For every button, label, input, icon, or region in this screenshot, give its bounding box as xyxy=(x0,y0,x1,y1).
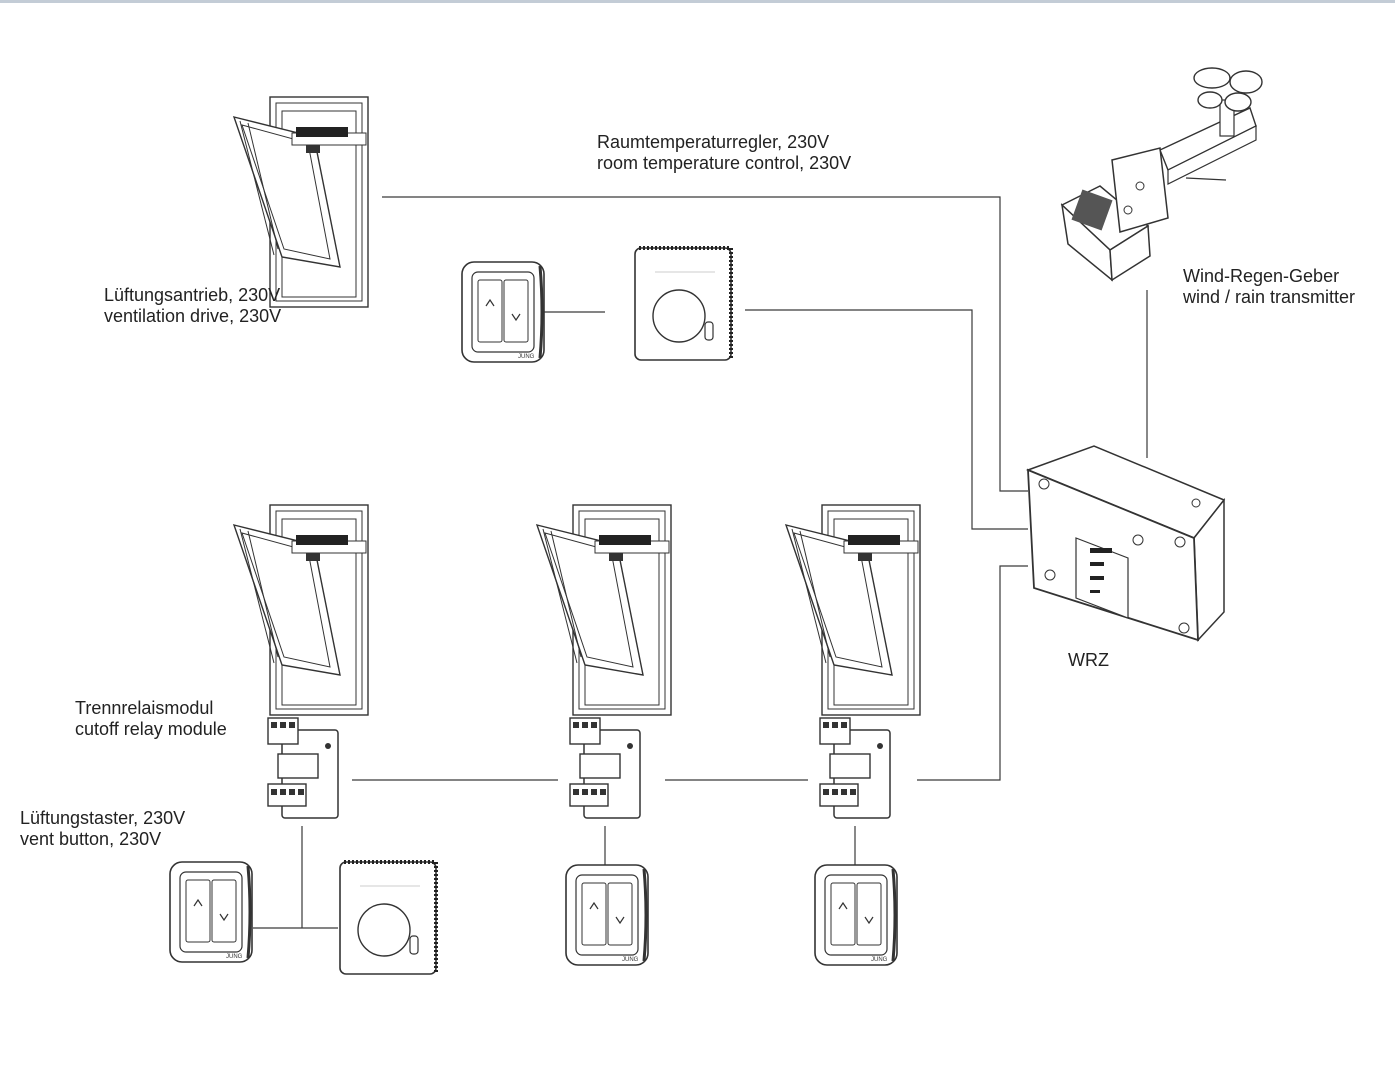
label-room-temperature-control: Raumtemperaturregler, 230V room temperat… xyxy=(597,132,852,173)
ventilation-drive-window-left xyxy=(233,504,369,716)
label-ventilation-drive: Lüftungsantrieb, 230V ventilation drive,… xyxy=(104,285,282,326)
ventilation-drive-window-right xyxy=(785,504,921,716)
label-cutoff-relay-module: Trennrelaismodul cutoff relay module xyxy=(75,698,227,739)
ventilation-drive-window-top xyxy=(233,96,369,308)
room-temperature-control-top xyxy=(633,246,733,362)
cutoff-relay-module-middle xyxy=(569,717,641,819)
cutoff-relay-module-left xyxy=(267,717,339,819)
vent-button-left xyxy=(168,860,254,964)
wind-rain-transmitter xyxy=(1060,67,1263,282)
vent-button-middle xyxy=(564,863,650,967)
room-temperature-control-bottom xyxy=(338,860,438,976)
vent-button-right xyxy=(813,863,899,967)
wires xyxy=(253,196,1148,929)
top-rule xyxy=(0,0,1395,3)
label-wrz: WRZ xyxy=(1068,650,1109,670)
label-vent-button: Lüftungstaster, 230V vent button, 230V xyxy=(20,808,186,849)
cutoff-relay-module-right xyxy=(819,717,891,819)
vent-button-top xyxy=(460,260,546,364)
ventilation-drive-window-middle xyxy=(536,504,672,716)
wrz-control-box xyxy=(1025,445,1226,642)
label-wind-rain-transmitter: Wind-Regen-Geber wind / rain transmitter xyxy=(1183,266,1356,307)
